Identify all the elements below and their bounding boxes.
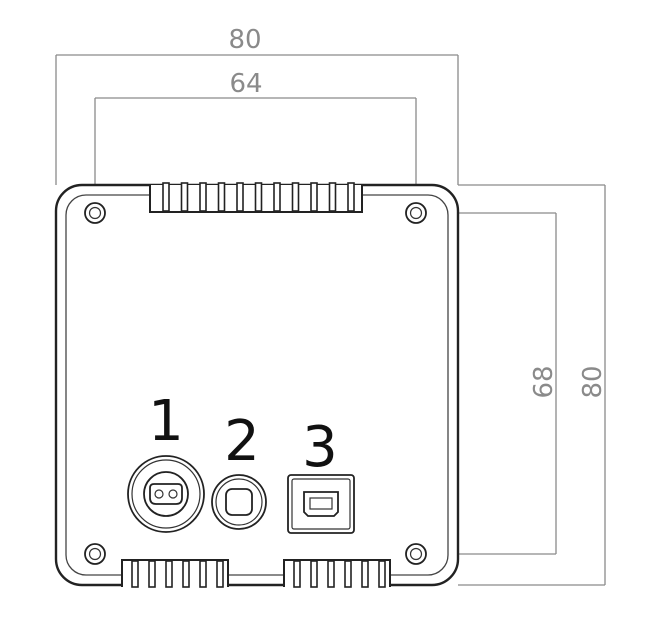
bottom-cooling-fins (121, 559, 391, 588)
bottom-fin-slot-left (148, 560, 156, 588)
connector-label-2: 2 (224, 409, 260, 474)
top-fin-slot (347, 182, 355, 212)
hole-spacing-height-label: 68 (529, 365, 559, 398)
top-fin-slot (236, 182, 244, 212)
bottom-fin-slot-right (327, 560, 335, 588)
connector-label-3: 3 (302, 415, 338, 480)
top-fin-slot (291, 182, 300, 212)
top-fin-slot (217, 182, 226, 212)
top-fin-slot (180, 182, 189, 212)
mounting-hole-bottom-right (405, 543, 427, 565)
dimension-overall-width: 80 (55, 25, 459, 185)
mounting-hole-top-right (405, 202, 427, 224)
bottom-fin-slot-right (344, 560, 352, 588)
usb-b-port: 3 (287, 415, 355, 534)
mounting-hole-bottom-left (84, 543, 106, 565)
camera-body (54, 183, 460, 587)
overall-width-label: 80 (228, 25, 261, 55)
dimension-hole-spacing-height: 68 (440, 212, 559, 555)
dimension-hole-spacing-width: 64 (94, 69, 417, 190)
top-fin-slot (310, 182, 318, 212)
overall-height-label: 80 (578, 365, 608, 398)
top-fin-slot (199, 182, 207, 212)
bottom-fin-slot-left (182, 560, 190, 588)
bottom-fin-slot-left (131, 560, 139, 588)
bottom-fin-slot-right (310, 560, 318, 588)
top-fin-slot (162, 182, 170, 212)
top-fin-slot (328, 182, 337, 212)
trigger-connector: 2 (211, 409, 267, 530)
power-connector: 1 (127, 389, 205, 533)
bottom-fin-slot-left (199, 560, 207, 588)
top-fin-slot (273, 182, 281, 212)
connector-label-1: 1 (148, 389, 184, 454)
top-fin-slot (254, 182, 263, 212)
hole-spacing-width-label: 64 (229, 69, 262, 99)
bottom-fin-slot-left (165, 560, 173, 588)
top-cooling-fins (149, 182, 363, 213)
bottom-fin-slot-left (216, 560, 224, 588)
mounting-hole-top-left (84, 202, 106, 224)
dimension-overall-height: 80 (458, 184, 608, 586)
bottom-fin-slot-right (293, 560, 301, 588)
bottom-fin-slot-right (378, 560, 386, 588)
bottom-fin-slot-right (361, 560, 369, 588)
